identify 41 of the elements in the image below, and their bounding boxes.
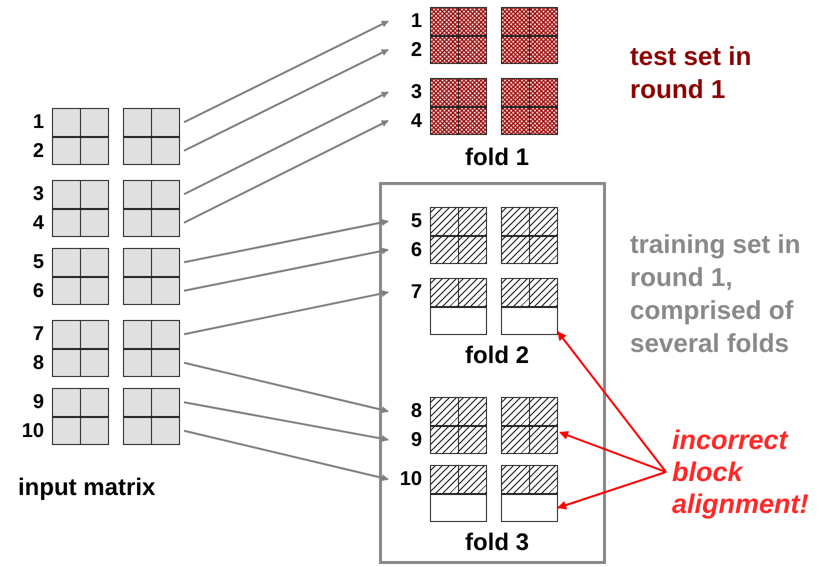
warning-text: incorrect block alignment! — [672, 424, 825, 520]
arrow — [184, 120, 389, 224]
row-number: 7 — [410, 282, 422, 302]
arrow — [184, 290, 389, 336]
arrow — [184, 20, 389, 124]
row-number: 10 — [398, 469, 422, 490]
row-number: 6 — [32, 280, 44, 301]
caption-text: fold 1 — [464, 143, 530, 173]
row-number: 4 — [410, 110, 422, 131]
caption-text: fold 2 — [464, 341, 530, 371]
arrow — [184, 48, 389, 152]
arrow — [184, 248, 389, 292]
arrow — [557, 471, 666, 510]
row-number: 9 — [410, 430, 422, 450]
arrow — [184, 362, 389, 414]
group-frame — [379, 182, 606, 564]
arrow — [557, 331, 667, 473]
row-number: 10 — [20, 420, 44, 441]
caption-text: fold 3 — [464, 528, 530, 558]
arrow — [184, 401, 389, 442]
row-number: 2 — [410, 40, 422, 60]
row-number: 8 — [410, 401, 422, 422]
caption-text: test set in round 1 — [630, 40, 752, 106]
row-number: 4 — [32, 212, 44, 233]
row-number: 7 — [32, 324, 44, 344]
caption-text: training set in round 1, comprised of several folds — [630, 228, 802, 360]
row-number: 2 — [32, 140, 44, 161]
row-number: 5 — [32, 252, 44, 272]
caption-text: input matrix — [18, 473, 156, 503]
row-number: 5 — [410, 211, 422, 232]
row-number: 3 — [32, 184, 44, 204]
row-number: 3 — [410, 82, 422, 102]
row-number: 8 — [32, 352, 44, 373]
arrow — [559, 431, 666, 473]
arrow — [184, 219, 389, 264]
row-number: 6 — [410, 240, 422, 260]
row-number: 1 — [32, 112, 44, 132]
arrow — [184, 91, 389, 196]
row-number: 1 — [410, 11, 422, 32]
arrow — [184, 430, 389, 482]
row-number: 9 — [32, 392, 44, 412]
